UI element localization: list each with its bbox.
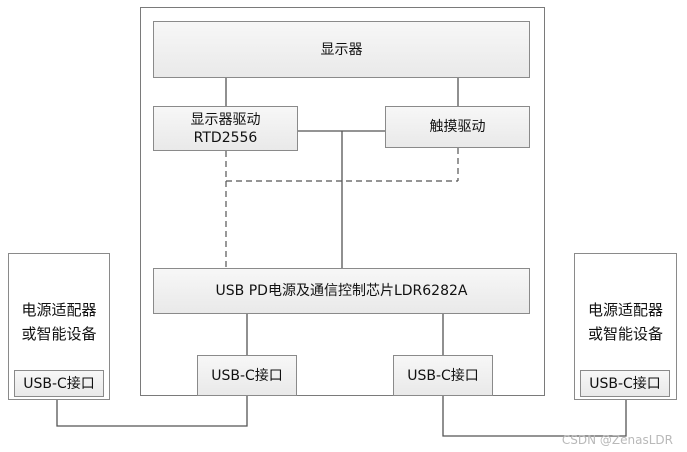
right-device-port-label: USB-C接口: [589, 375, 661, 392]
touch-driver-label: 触摸驱动: [429, 119, 486, 135]
right-device-label-2: 或智能设备: [587, 325, 663, 343]
display-driver-label: 显示器驱动: [190, 111, 261, 128]
cable-left: [56, 396, 248, 427]
left-device-label-1: 电源适配器: [21, 301, 97, 319]
watermark: CSDN @ZenasLDR: [561, 433, 673, 447]
touch-driver-box: 触摸驱动: [385, 106, 530, 148]
pd-chip-label: USB PD电源及通信控制芯片LDR6282A: [215, 283, 468, 299]
usbc-port-left-label: USB-C接口: [211, 367, 283, 384]
display-driver-model: RTD2556: [193, 129, 258, 146]
left-device-port: USB-C接口: [14, 370, 104, 397]
display-driver-box: 显示器驱动 RTD2556: [153, 106, 298, 151]
cable-right: [442, 396, 627, 437]
right-device-label-1: 电源适配器: [587, 301, 663, 319]
usbc-port-right-label: USB-C接口: [407, 367, 479, 384]
pd-chip-box: USB PD电源及通信控制芯片LDR6282A: [153, 268, 530, 314]
product-frame: [140, 7, 545, 396]
right-device-port: USB-C接口: [580, 370, 670, 397]
usbc-port-right: USB-C接口: [393, 355, 493, 396]
left-device-port-label: USB-C接口: [23, 375, 95, 392]
usbc-port-left: USB-C接口: [197, 355, 297, 396]
left-device-label-2: 或智能设备: [21, 325, 97, 343]
display-label: 显示器: [320, 41, 363, 58]
display-box: 显示器: [153, 21, 530, 78]
